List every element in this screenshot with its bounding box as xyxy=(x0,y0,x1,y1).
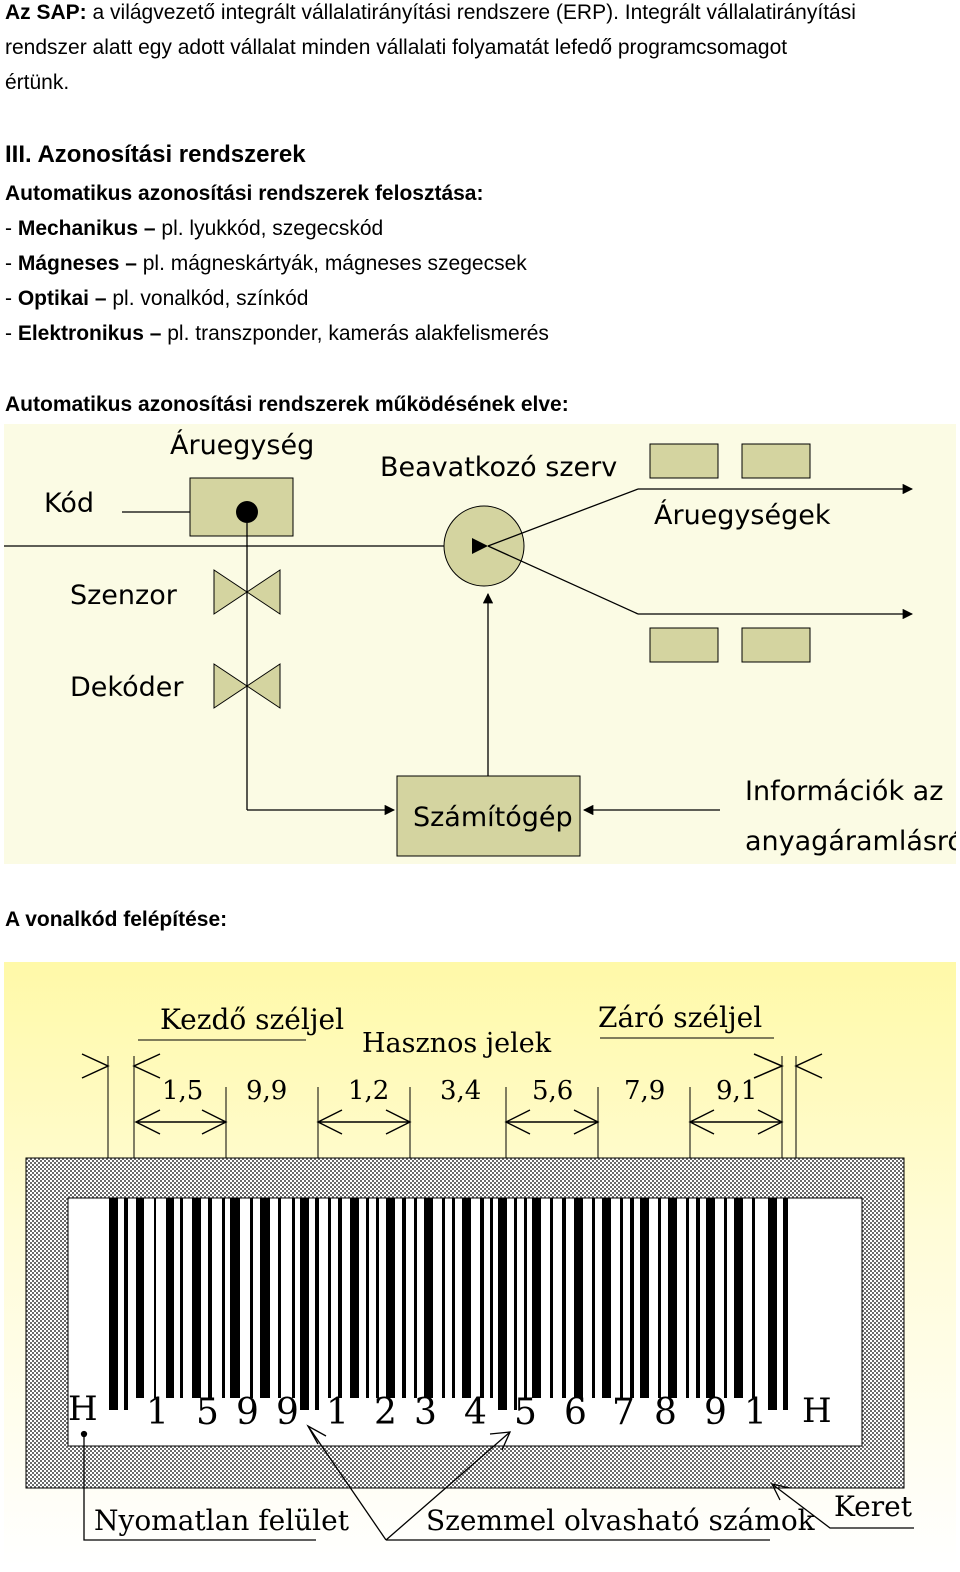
code-dot xyxy=(236,501,258,523)
list-dash: - xyxy=(5,217,18,240)
h-marker-right: H xyxy=(802,1391,832,1431)
bar-width-label: 9,1 xyxy=(716,1076,757,1106)
list-item: - Optikai – pl. vonalkód, színkód xyxy=(5,286,309,312)
branch-lower-diagonal xyxy=(487,545,639,615)
list-separator: – xyxy=(89,287,113,310)
h-marker-left: H xyxy=(68,1389,98,1429)
label-info-line1: Információk az xyxy=(745,776,943,807)
bar-width-label: 7,9 xyxy=(624,1076,665,1106)
list-item: - Mágneses – pl. mágneskártyák, mágneses… xyxy=(5,251,527,277)
readable-digit: 1 xyxy=(326,1392,349,1433)
list-item: - Mechanikus – pl. lyukkód, szegecskód xyxy=(5,216,383,242)
readable-digit: 9 xyxy=(236,1392,259,1433)
actuator-arrow xyxy=(472,538,488,554)
readable-digit: 5 xyxy=(514,1392,537,1433)
readable-digit: 3 xyxy=(414,1392,437,1433)
classification-title: Automatikus azonosítási rendszerek felos… xyxy=(5,182,484,205)
bar-width-label: 5,6 xyxy=(532,1076,573,1106)
list-item-desc: pl. lyukkód, szegecskód xyxy=(161,217,384,240)
label-code: Kód xyxy=(44,488,94,519)
intro-line-2: rendszer alatt egy adott vállalat minden… xyxy=(5,36,788,59)
readable-digit: 9 xyxy=(276,1392,299,1433)
sorted-unit-box xyxy=(741,443,811,479)
label-frame: Keret xyxy=(834,1490,913,1523)
barcode-diagram: Kezdő széljel Hasznos jelek Záró széljel… xyxy=(4,962,956,1566)
readable-digit: 1 xyxy=(744,1392,767,1433)
readable-digit: 2 xyxy=(374,1392,397,1433)
label-decoder: Dekóder xyxy=(70,672,184,703)
barcode-bars xyxy=(109,1198,788,1410)
segment-ticks xyxy=(225,1087,691,1162)
operation-diagram: Áruegység Kód Beavatkozó szerv Áruegység… xyxy=(4,424,956,864)
label-info-line2: anyagáramlásról xyxy=(745,826,956,857)
label-product-units: Áruegységek xyxy=(654,499,831,531)
list-item-name: Optikai xyxy=(17,287,90,310)
label-computer: Számítógép xyxy=(413,802,573,833)
branch-upper-diagonal xyxy=(487,488,639,547)
bar-width-label: 1,2 xyxy=(348,1076,389,1106)
sorted-unit-box xyxy=(649,627,719,663)
principle-title: Automatikus azonosítási rendszerek működ… xyxy=(5,393,569,416)
barcode-title: A vonalkód felépítése: xyxy=(5,908,228,931)
sap-definition: a világvezető integrált vállalatirányítá… xyxy=(86,1,856,24)
callout-lines xyxy=(80,1424,914,1541)
list-dash: - xyxy=(5,252,18,275)
readable-digit: 7 xyxy=(612,1392,635,1433)
list-dash: - xyxy=(5,287,18,310)
readable-digit: 5 xyxy=(196,1392,219,1433)
readable-digit: 6 xyxy=(564,1392,587,1433)
list-item: - Elektronikus – pl. transzponder, kamer… xyxy=(5,321,549,347)
readable-digit: 9 xyxy=(704,1392,727,1433)
list-separator: – xyxy=(119,252,143,275)
list-item-desc: pl. mágneskártyák, mágneses szegecsek xyxy=(142,252,527,275)
list-separator: – xyxy=(143,322,168,345)
list-dash: - xyxy=(5,322,18,345)
label-readable-digits: Szemmel olvasható számok xyxy=(426,1504,816,1537)
list-separator: – xyxy=(138,217,162,240)
label-actuator: Beavatkozó szerv xyxy=(380,452,617,483)
list-item-name: Elektronikus xyxy=(17,322,144,345)
sorted-unit-box xyxy=(741,627,811,663)
label-start-margin: Kezdő széljel xyxy=(160,1003,344,1036)
bar-width-label: 9,9 xyxy=(246,1076,287,1106)
sensor-icon xyxy=(213,569,281,615)
decoder-icon xyxy=(213,663,281,709)
list-item-desc: pl. transzponder, kamerás alakfelismerés xyxy=(167,322,549,345)
label-sensor: Szenzor xyxy=(70,580,178,611)
list-item-desc: pl. vonalkód, színkód xyxy=(112,287,309,310)
label-product-unit: Áruegység xyxy=(170,429,314,461)
section-title: III. Azonosítási rendszerek xyxy=(5,141,306,168)
label-useful-signals: Hasznos jelek xyxy=(362,1028,552,1059)
readable-digit: 1 xyxy=(146,1392,169,1433)
bar-width-label: 1,5 xyxy=(162,1076,203,1106)
list-item-name: Mágneses xyxy=(17,252,120,275)
readable-digit: 4 xyxy=(464,1392,487,1433)
label-end-margin: Záró széljel xyxy=(598,1001,762,1034)
bar-width-label: 3,4 xyxy=(440,1076,481,1106)
sap-label: Az SAP: xyxy=(5,1,87,24)
list-item-name: Mechanikus xyxy=(17,217,139,240)
intro-line-3: értünk. xyxy=(5,71,70,94)
sorted-unit-box xyxy=(649,443,719,479)
intro-line-1: Az SAP: a világvezető integrált vállalat… xyxy=(5,0,856,26)
readable-digit: 8 xyxy=(654,1392,677,1433)
label-unprinted-surface: Nyomatlan felület xyxy=(94,1504,350,1537)
